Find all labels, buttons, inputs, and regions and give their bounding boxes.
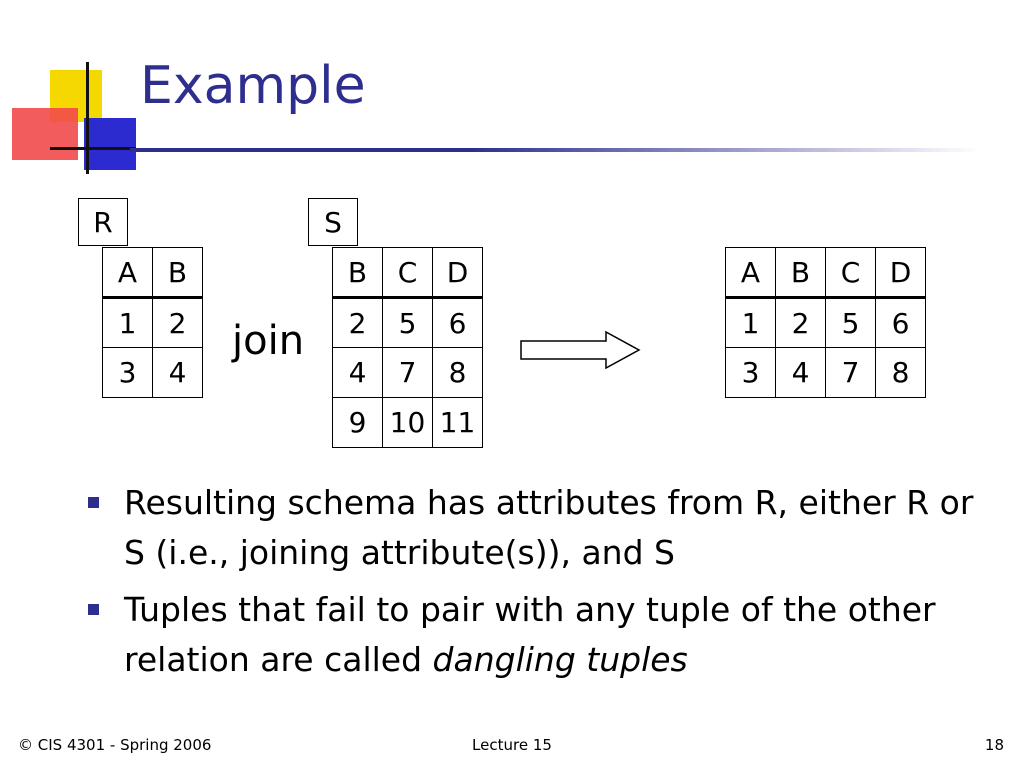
logo-vertical-line [86,62,89,174]
column-header: A [102,247,153,299]
bullet-text: Tuples that fail to pair with any tuple … [124,590,936,679]
table-cell: 5 [382,297,433,348]
table-row: 4 7 8 [332,347,483,398]
table-cell: 1 [102,297,153,348]
table-row: 3 4 [102,347,203,398]
relation-r-name: R [78,198,128,246]
column-header: B [775,247,826,299]
table-cell: 7 [825,347,876,398]
table-cell: 2 [152,297,203,348]
table-cell: 3 [102,347,153,398]
bullet-item: Tuples that fail to pair with any tuple … [88,585,988,685]
join-operator-label: join [232,318,305,364]
table-header-row: A B C D [725,247,926,299]
table-cell: 8 [875,347,926,398]
table-cell: 6 [432,297,483,348]
bullet-text: Resulting schema has attributes from R, … [124,483,974,572]
table-row: 2 5 6 [332,297,483,348]
relation-s-table: B C D 2 5 6 4 7 8 9 10 11 [332,247,483,448]
table-cell: 4 [332,347,383,398]
table-row: 1 2 5 6 [725,297,926,348]
result-table: A B C D 1 2 5 6 3 4 7 8 [725,247,926,398]
right-arrow-icon [520,330,641,370]
column-header: B [332,247,383,299]
footer-copyright: © CIS 4301 - Spring 2006 [18,736,212,754]
bullet-item: Resulting schema has attributes from R, … [88,478,988,578]
column-header: D [432,247,483,299]
relation-s-name: S [308,198,358,246]
table-cell: 2 [332,297,383,348]
column-header: B [152,247,203,299]
footer-page-number: 18 [984,736,1004,754]
table-cell: 9 [332,397,383,448]
table-cell: 5 [825,297,876,348]
table-cell: 4 [152,347,203,398]
slide-title: Example [140,56,366,116]
column-header: C [825,247,876,299]
logo-red-square [12,108,78,160]
table-row: 9 10 11 [332,397,483,448]
bullet-list: Resulting schema has attributes from R, … [88,478,988,692]
table-row: 1 2 [102,297,203,348]
dangling-tuples-term: dangling tuples [432,640,688,679]
title-underline [130,148,980,152]
table-cell: 1 [725,297,776,348]
table-cell: 7 [382,347,433,398]
footer-lecture: Lecture 15 [472,736,552,754]
table-cell: 10 [382,397,433,448]
logo-horizontal-line [50,147,136,150]
table-cell: 8 [432,347,483,398]
column-header: D [875,247,926,299]
square-bullet-icon [88,604,99,615]
column-header: A [725,247,776,299]
square-bullet-icon [88,497,99,508]
table-cell: 11 [432,397,483,448]
logo-blue-square [84,118,136,170]
table-header-row: A B [102,247,203,299]
table-cell: 3 [725,347,776,398]
table-row: 3 4 7 8 [725,347,926,398]
table-cell: 6 [875,297,926,348]
slide-logo [0,0,160,180]
column-header: C [382,247,433,299]
table-header-row: B C D [332,247,483,299]
table-cell: 2 [775,297,826,348]
relation-r-table: A B 1 2 3 4 [102,247,203,398]
table-cell: 4 [775,347,826,398]
